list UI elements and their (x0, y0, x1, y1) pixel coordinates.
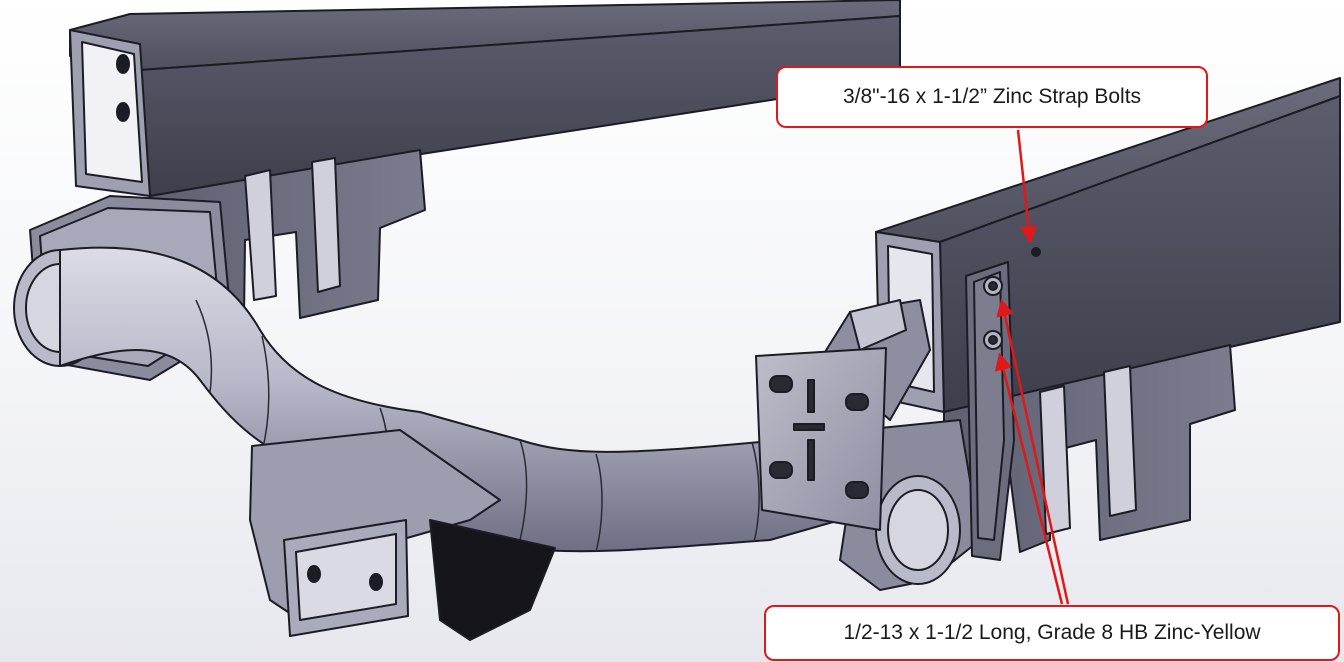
crossbar-tube (59, 246, 841, 553)
strap-plate (965, 261, 1015, 561)
hitch-receiver (249, 429, 556, 641)
strap-bolt-arrow (1016, 129, 1038, 244)
hb-bolt-callout: 1/2-13 x 1-1/2 Long, Grade 8 HB Zinc-Yel… (764, 605, 1340, 661)
callout-leaders (994, 129, 1070, 605)
left-frame-rail (69, 0, 901, 197)
mount-plate (755, 347, 887, 531)
hb-bolt-callout-text: 1/2-13 x 1-1/2 Long, Grade 8 HB Zinc-Yel… (843, 621, 1261, 644)
strap-bolt-callout-text: 3/8"-16 x 1-1/2” Zinc Strap Bolts (842, 85, 1142, 108)
hb-bolt-upper-arrow (996, 298, 1070, 605)
right-crossbar-end (875, 475, 961, 585)
strap-bolt-callout: 3/8"-16 x 1-1/2” Zinc Strap Bolts (776, 66, 1208, 128)
hb-bolt-lower-arrow (994, 352, 1064, 605)
